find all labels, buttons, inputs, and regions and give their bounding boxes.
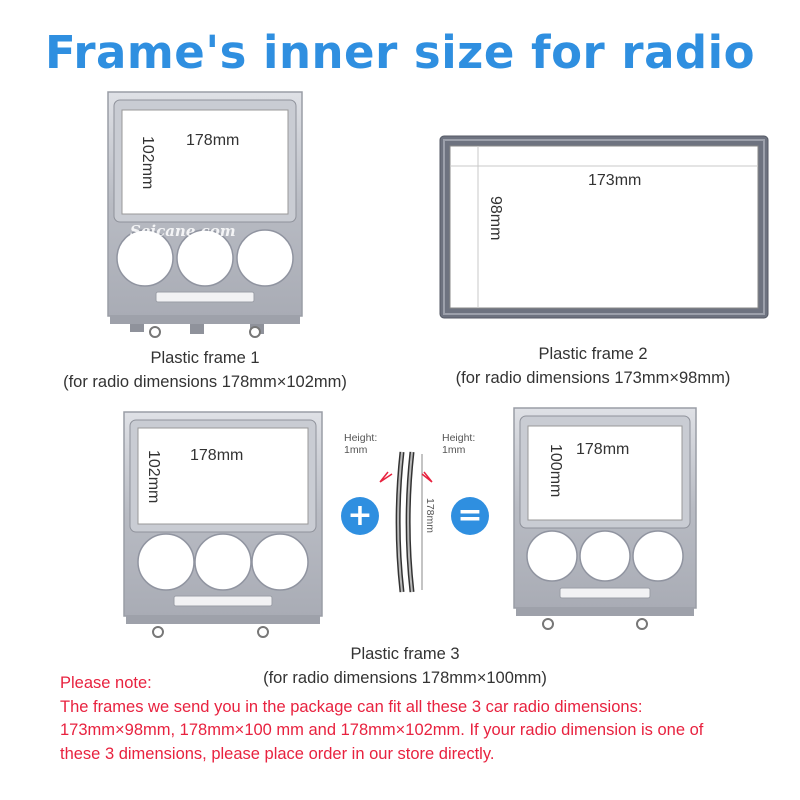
plastic-frame-1-image: [107, 91, 303, 338]
strip-left-height: Height: 1mm: [344, 432, 377, 456]
strip-right-height-label: Height:: [442, 432, 476, 444]
strip-length-label: 178mm: [424, 498, 436, 534]
note-line-3: these 3 dimensions, please place order i…: [60, 744, 495, 763]
watermark: Seicane.com: [130, 222, 236, 240]
plus-icon: +: [341, 497, 379, 535]
frame2-caption-dimensions: (for radio dimensions 173mm×98mm): [455, 369, 731, 387]
frame3-caption: Plastic frame 3 (for radio dimensions 17…: [230, 642, 580, 690]
strip-left-height-value: 1mm: [344, 444, 368, 456]
frame1-caption-title: Plastic frame 1: [150, 349, 260, 367]
frame2-height-label: 98mm: [487, 196, 504, 241]
frame2-caption-title: Plastic frame 2: [538, 345, 648, 363]
note-line-2: 173mm×98mm, 178mm×100 mm and 178mm×102mm…: [60, 721, 704, 739]
frame3-height-label: 102mm: [145, 450, 162, 504]
frame3-caption-title: Plastic frame 3: [350, 645, 460, 663]
page-title: Frame's inner size for radio: [45, 26, 755, 79]
frame1-width-label: 178mm: [186, 132, 240, 149]
frame1-caption: Plastic frame 1 (for radio dimensions 17…: [40, 346, 370, 394]
strip-pieces-image: [379, 451, 433, 593]
plastic-frame-2-image: [439, 135, 769, 319]
equals-icon: =: [451, 497, 489, 535]
plastic-frame-3-image: [123, 411, 323, 638]
frame3-width-label: 178mm: [190, 447, 244, 464]
frame2-caption: Plastic frame 2 (for radio dimensions 17…: [430, 342, 756, 390]
note-heading: Please note:: [60, 674, 152, 692]
arrow-right-icon: [421, 471, 433, 483]
strip-right-height: Height: 1mm: [442, 432, 475, 456]
frame1-caption-dimensions: (for radio dimensions 178mm×102mm): [63, 373, 347, 391]
result-height-label: 100mm: [547, 444, 564, 498]
result-width-label: 178mm: [576, 441, 630, 458]
frame1-height-label: 102mm: [139, 136, 156, 190]
please-note: Please note: The frames we send you in t…: [60, 672, 780, 766]
frame2-width-label: 173mm: [588, 172, 642, 189]
result-frame-image: [513, 407, 697, 630]
arrow-left-icon: [379, 471, 393, 483]
note-line-1: The frames we send you in the package ca…: [60, 697, 643, 716]
strip-left-height-label: Height:: [344, 432, 378, 444]
frame3-caption-dimensions: (for radio dimensions 178mm×100mm): [263, 669, 547, 687]
strip-right-height-value: 1mm: [442, 444, 466, 456]
